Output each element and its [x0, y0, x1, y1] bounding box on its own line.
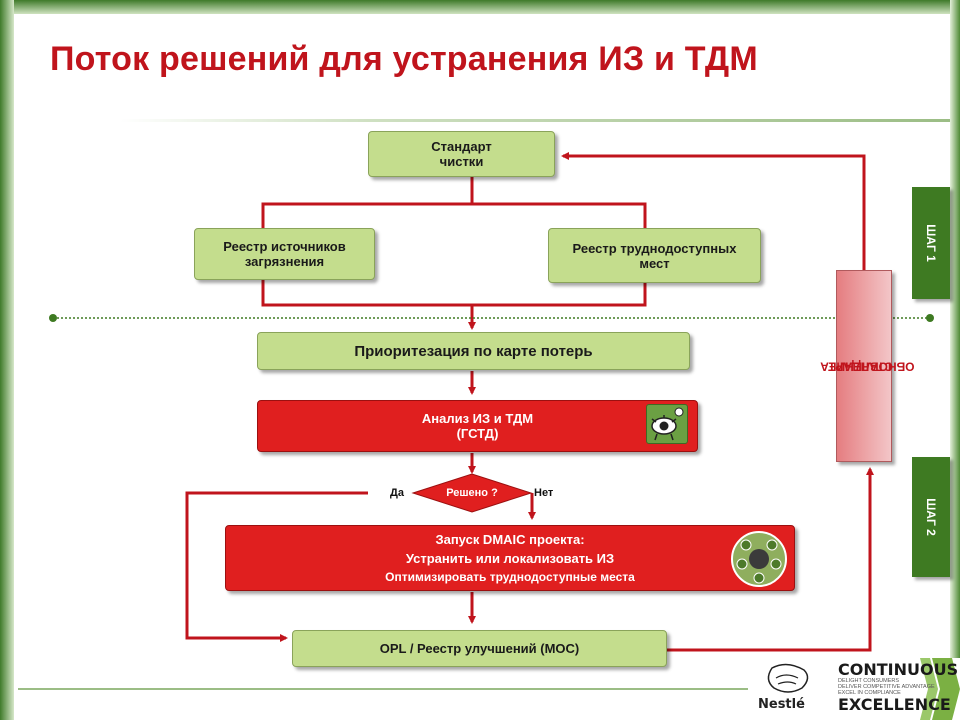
brand-top: CONTINUOUS: [838, 660, 959, 679]
registry-sources-line-2: загрязнения: [244, 254, 325, 269]
step-2-badge: ШАГ 2: [912, 457, 950, 577]
analysis-line-1: Анализ ИЗ и ТДМ: [421, 411, 534, 426]
decision-diamond: [411, 473, 533, 513]
yes-label: Да: [390, 487, 404, 499]
analysis-line-2: (ГСТД): [456, 426, 499, 441]
nestle-nest-icon: [752, 658, 960, 720]
connector-registry-right-merge: [472, 283, 647, 307]
registry-hard-line-2: мест: [639, 255, 670, 271]
separator-dot-left: [49, 314, 57, 322]
connector-registry-left-merge: [261, 280, 472, 307]
registry-hard-line-1: Реестр труднодоступных: [572, 240, 737, 256]
continuous-excellence-logo: [752, 658, 960, 720]
eye-icon: [646, 404, 688, 444]
brand-tagline: DELIGHT CONSUMERS DELIVER COMPETITIVE AD…: [838, 678, 935, 696]
no-label: Нет: [534, 487, 554, 499]
connector-standard-split: [261, 177, 474, 230]
dmaic-line-2: Устранить или локализовать ИЗ: [405, 550, 615, 566]
opl-label: OPL / Реестр улучшений (МОС): [379, 641, 580, 656]
standard-line-1: Стандарт: [431, 139, 492, 154]
arrow-opl-to-update: [667, 467, 874, 652]
standard-line-2: чистки: [439, 154, 484, 169]
update-standard-box: ОБНОВЛЕНИЕ СТАНДАРТА: [820, 270, 915, 462]
prioritization-box: Приоритезация по карте потерь: [257, 332, 690, 370]
update-line-2: СТАНДАРТА: [820, 359, 893, 374]
dmaic-box: Запуск DMAIC проекта: Устранить или лока…: [225, 525, 795, 591]
decision-label: Решено ?: [446, 487, 498, 499]
dmaic-wheel-icon: [730, 530, 788, 588]
footer-divider: [18, 688, 748, 690]
dmaic-line-1: Запуск DMAIC проекта:: [435, 531, 585, 547]
separator-dot-right: [926, 314, 934, 322]
registry-sources-line-1: Реестр источников: [223, 239, 346, 254]
registry-sources-box: Реестр источников загрязнения: [194, 228, 375, 280]
prioritization-label: Приоритезация по карте потерь: [354, 342, 593, 360]
connector-standard-split-right: [472, 202, 647, 230]
arrow-yes-to-opl: [185, 491, 368, 642]
step-1-badge: ШАГ 1: [912, 187, 950, 299]
company-name: Nestlé: [758, 697, 805, 712]
left-border: [0, 0, 14, 720]
brand-bottom: EXCELLENCE: [838, 695, 951, 714]
registry-hard-box: Реестр труднодоступных мест: [548, 228, 761, 283]
arrow-update-to-standard: [561, 152, 866, 270]
analysis-box: Анализ ИЗ и ТДМ (ГСТД): [257, 400, 698, 452]
top-border: [0, 0, 960, 14]
title-divider: [120, 119, 950, 122]
dmaic-line-3: Оптимизировать труднодоступные места: [385, 569, 635, 584]
page-title: Поток решений для устранения ИЗ и ТДМ: [50, 40, 758, 78]
opl-box: OPL / Реестр улучшений (МОС): [292, 630, 667, 667]
right-border: [950, 0, 960, 720]
standard-box: Стандарт чистки: [368, 131, 555, 177]
